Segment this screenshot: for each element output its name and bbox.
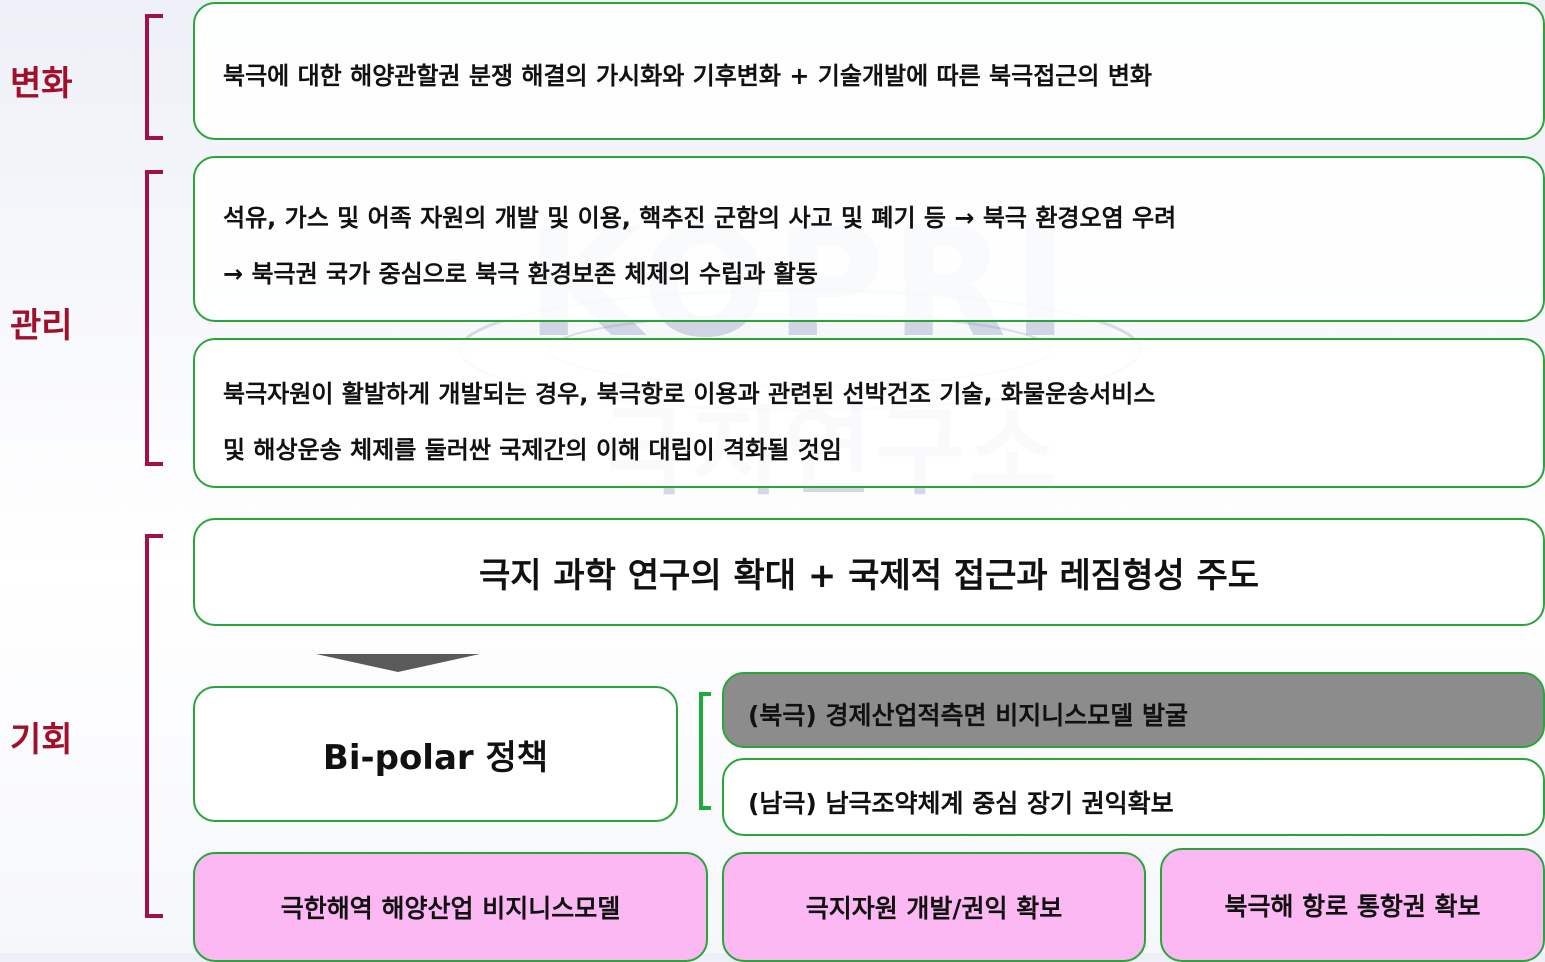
down-arrow-icon	[316, 654, 480, 672]
box-pink-3: 북극해 항로 통항권 확보	[1160, 848, 1545, 962]
box-arctic: (북극) 경제산업적측면 비지니스모델 발굴	[722, 672, 1545, 748]
research-text: 극지 과학 연구의 확대 + 국제적 접근과 레짐형성 주도	[478, 555, 1260, 596]
box-management-2: 북극자원이 활발하게 개발되는 경우, 북극항로 이용과 관련된 선박건조 기술…	[193, 338, 1545, 488]
box-pink-1: 극한해역 해양산업 비지니스모델	[193, 852, 708, 962]
bracket-change	[145, 14, 163, 140]
label-change: 변화	[10, 64, 73, 104]
pink2-text: 극지자원 개발/권익 확보	[805, 894, 1063, 923]
arctic-text: (북극) 경제산업적측면 비지니스모델 발굴	[748, 701, 1188, 730]
bracket-bipolar	[699, 692, 711, 810]
mgmt1-line1: 석유, 가스 및 어족 자원의 개발 및 이용, 핵추진 군함의 사고 및 폐기…	[223, 204, 1177, 232]
pink1-text: 극한해역 해양산업 비지니스모델	[280, 894, 621, 923]
bracket-opportunity	[145, 534, 163, 918]
box-pink-2: 극지자원 개발/권익 확보	[722, 852, 1146, 962]
box-research: 극지 과학 연구의 확대 + 국제적 접근과 레짐형성 주도	[193, 518, 1545, 626]
bracket-management	[145, 170, 163, 466]
label-management: 관리	[10, 306, 73, 346]
pink3-text: 북극해 항로 통항권 확보	[1224, 892, 1481, 921]
bipolar-text: Bi-polar 정책	[322, 737, 549, 778]
label-opportunity: 기회	[10, 720, 73, 760]
antarctic-text: (남극) 남극조약체계 중심 장기 권익확보	[748, 789, 1174, 818]
box-bipolar: Bi-polar 정책	[193, 686, 678, 822]
mgmt1-line2: → 북극권 국가 중심으로 북극 환경보존 체제의 수립과 활동	[223, 260, 818, 288]
change-text: 북극에 대한 해양관할권 분쟁 해결의 가시화와 기후변화 + 기술개발에 따른…	[223, 62, 1152, 90]
mgmt2-line1: 북극자원이 활발하게 개발되는 경우, 북극항로 이용과 관련된 선박건조 기술…	[223, 380, 1156, 408]
box-change: 북극에 대한 해양관할권 분쟁 해결의 가시화와 기후변화 + 기술개발에 따른…	[193, 2, 1545, 140]
box-antarctic: (남극) 남극조약체계 중심 장기 권익확보	[722, 758, 1545, 836]
box-management-1: 석유, 가스 및 어족 자원의 개발 및 이용, 핵추진 군함의 사고 및 폐기…	[193, 156, 1545, 322]
mgmt2-line2: 및 해상운송 체제를 둘러싼 국제간의 이해 대립이 격화될 것임	[223, 436, 842, 464]
